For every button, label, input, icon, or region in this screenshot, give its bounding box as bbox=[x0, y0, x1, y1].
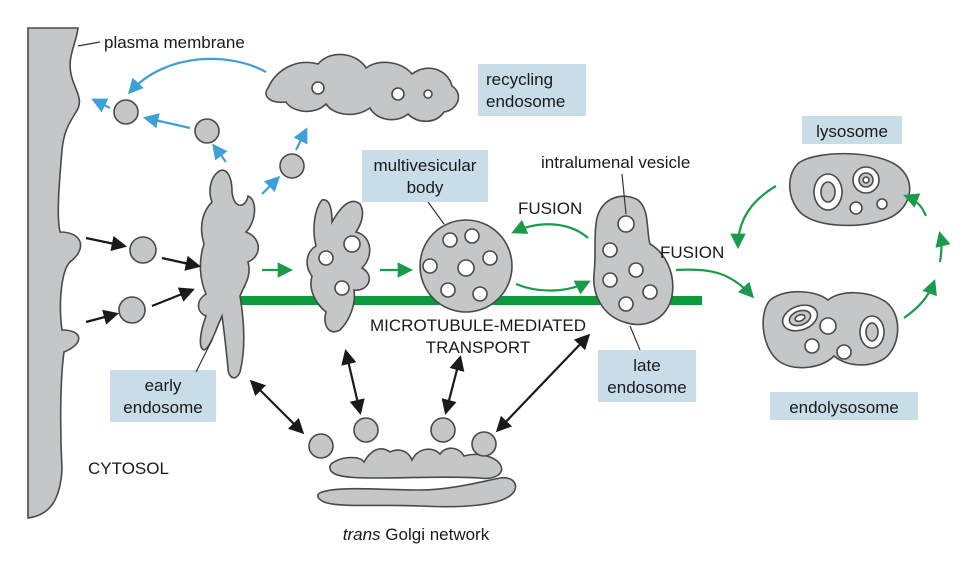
intralumenal-vesicle bbox=[642, 284, 658, 300]
trans-golgi-network-label: trans Golgi network bbox=[343, 525, 490, 544]
recycling-arrow bbox=[127, 57, 267, 95]
recycling-endosome-label-box bbox=[478, 64, 586, 116]
golgi-vesicle bbox=[430, 417, 456, 443]
endolysosome-label: endolysosome bbox=[789, 398, 899, 417]
endolysosome-inclusion bbox=[819, 317, 837, 335]
endolysosome-inclusion bbox=[804, 338, 820, 354]
recycling-arrow bbox=[293, 127, 308, 151]
cytosol-label: CYTOSOL bbox=[88, 459, 169, 478]
late-endosome-label-box bbox=[598, 350, 696, 402]
vesicle bbox=[113, 99, 139, 125]
endolysosome-inclusion bbox=[865, 322, 879, 342]
intralumenal-vesicle bbox=[440, 282, 456, 298]
plasma-membrane-label: plasma membrane bbox=[104, 33, 245, 52]
intralumenal-vesicle bbox=[628, 262, 644, 278]
endolysosome-inclusion bbox=[794, 313, 806, 323]
recycling-endosome-label: recycling bbox=[486, 70, 553, 89]
microtubule-transport-label: MICROTUBULE-MEDIATED bbox=[370, 316, 586, 335]
recycling-endosome-shape bbox=[265, 53, 460, 123]
intralumenal-vesicle bbox=[602, 242, 618, 258]
fusion-arrow bbox=[675, 268, 755, 299]
intralumenal-vesicle bbox=[482, 250, 498, 266]
early-endosome-label: endosome bbox=[123, 398, 202, 417]
recycling-endosome-lumen bbox=[423, 89, 433, 99]
leader-line bbox=[77, 41, 101, 47]
early-endosome-label: early bbox=[145, 376, 182, 395]
golgi-exchange-arrow bbox=[249, 379, 305, 435]
trans-golgi-rest: Golgi network bbox=[381, 525, 490, 544]
recycling-endosome-lumen bbox=[391, 87, 405, 101]
intralumenal-vesicle bbox=[602, 272, 618, 288]
intralumenal-vesicle bbox=[422, 258, 438, 274]
multivesicular-body-label: body bbox=[407, 178, 444, 197]
fusion-label: FUSION bbox=[518, 199, 582, 218]
fusion-arrow bbox=[515, 280, 591, 295]
lysosome-shape bbox=[789, 152, 911, 227]
late-endosome-label: late bbox=[633, 356, 660, 375]
lysosome-cycle-arrow bbox=[903, 193, 928, 217]
recycling-arrow bbox=[261, 175, 281, 195]
endocytosis-arrow bbox=[85, 309, 119, 325]
endocytosis-arrow bbox=[151, 287, 195, 308]
intralumenal-vesicle bbox=[334, 280, 350, 296]
endolysosome-label-box bbox=[770, 392, 918, 420]
golgi-vesicle bbox=[353, 417, 379, 443]
recycling-endosome-label: endosome bbox=[486, 92, 565, 111]
transitional-endosome-shape bbox=[306, 199, 371, 333]
lysosome-inclusion bbox=[862, 176, 870, 184]
endolysosome-inclusion bbox=[836, 344, 852, 360]
golgi-cisterna-upper bbox=[329, 447, 503, 480]
microtubule-transport-label: TRANSPORT bbox=[426, 338, 531, 357]
intralumenal-vesicle-label: intralumenal vesicle bbox=[541, 153, 690, 172]
intralumenal-vesicle bbox=[464, 228, 480, 244]
endocytosis-arrow bbox=[161, 255, 202, 271]
intralumenal-vesicle bbox=[472, 286, 488, 302]
multivesicular-body-label-box bbox=[362, 150, 488, 202]
intralumenal-vesicle bbox=[318, 250, 334, 266]
lysosome-cycle-arrow bbox=[730, 185, 777, 250]
fusion-label: FUSION bbox=[660, 243, 724, 262]
recycling-endosome-lumen bbox=[311, 81, 325, 95]
golgi-vesicle bbox=[308, 433, 334, 459]
lysosome-label-box bbox=[802, 116, 902, 144]
intralumenal-vesicle bbox=[343, 235, 361, 253]
recycling-arrow bbox=[91, 98, 111, 113]
lysosome-inclusion bbox=[820, 181, 836, 203]
early-endosome-label-box bbox=[110, 370, 216, 422]
golgi-exchange-arrow bbox=[341, 349, 365, 415]
endocytosis-arrow bbox=[85, 235, 128, 251]
trans-golgi-italic: trans bbox=[343, 525, 381, 544]
recycling-arrow bbox=[212, 143, 228, 163]
multivesicular-body-label: multivesicular bbox=[374, 156, 477, 175]
intralumenal-vesicle bbox=[442, 232, 458, 248]
vesicle bbox=[129, 236, 157, 264]
recycling-arrow bbox=[142, 113, 191, 130]
intralumenal-vesicle bbox=[618, 296, 634, 312]
lysosome-inclusion bbox=[876, 198, 888, 210]
intralumenal-vesicle bbox=[457, 259, 475, 277]
leader-line bbox=[621, 173, 627, 215]
early-endosome-shape bbox=[197, 169, 260, 379]
lysosome-inclusion bbox=[849, 201, 863, 215]
leader-line bbox=[427, 201, 445, 225]
golgi-vesicle bbox=[471, 431, 497, 457]
lysosome-label: lysosome bbox=[816, 122, 888, 141]
fusion-arrow bbox=[511, 219, 589, 239]
vesicle bbox=[194, 118, 220, 144]
lysosome-cycle-arrow bbox=[903, 279, 937, 319]
lysosome-cycle-arrow bbox=[935, 231, 951, 263]
golgi-exchange-arrow bbox=[441, 355, 465, 415]
golgi-cisterna-lower bbox=[316, 476, 517, 508]
vesicle bbox=[118, 296, 146, 324]
leader-line bbox=[195, 339, 213, 373]
plasma-membrane-shape bbox=[27, 27, 82, 519]
golgi-exchange-arrow bbox=[495, 333, 591, 433]
intralumenal-vesicle bbox=[617, 215, 635, 233]
leader-line bbox=[629, 325, 641, 351]
vesicle bbox=[279, 153, 305, 179]
late-endosome-label: endosome bbox=[607, 378, 686, 397]
